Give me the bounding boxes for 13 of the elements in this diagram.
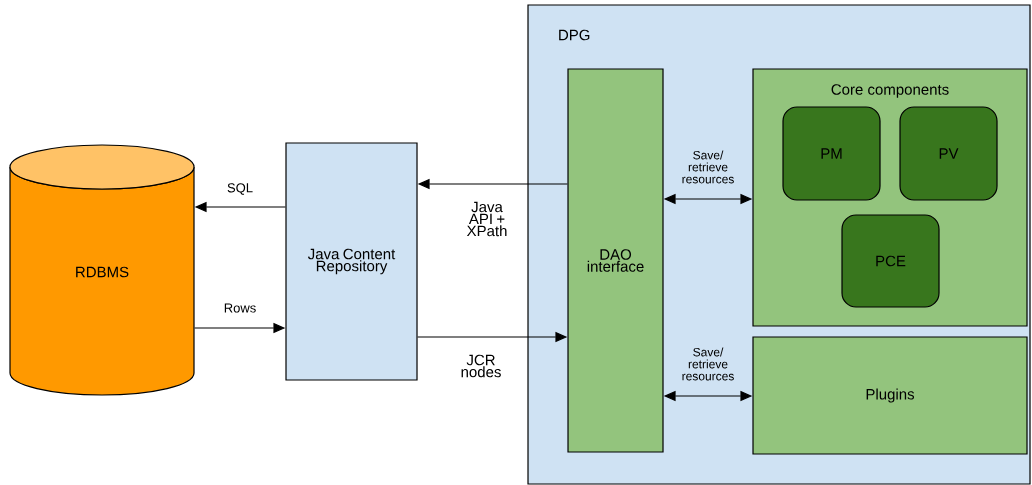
edge-label: JCR nodes: [461, 354, 501, 378]
edge-label: Save/ retrieve resources: [682, 150, 734, 184]
edge-label: SQL: [227, 183, 253, 195]
edge-label: Java API + XPath: [466, 201, 507, 237]
process-box: Java Content Repository: [285, 142, 418, 381]
process-box: Plugins: [752, 336, 1028, 455]
database-cylinder: RDBMS: [9, 144, 195, 396]
edge-label: Save/ retrieve resources: [682, 347, 734, 381]
component-box: PM: [782, 106, 881, 201]
component-box: PCE: [841, 214, 940, 308]
component-box: PV: [899, 106, 998, 201]
process-box: DAO interface: [567, 68, 664, 453]
edge-label: Rows: [224, 303, 256, 313]
